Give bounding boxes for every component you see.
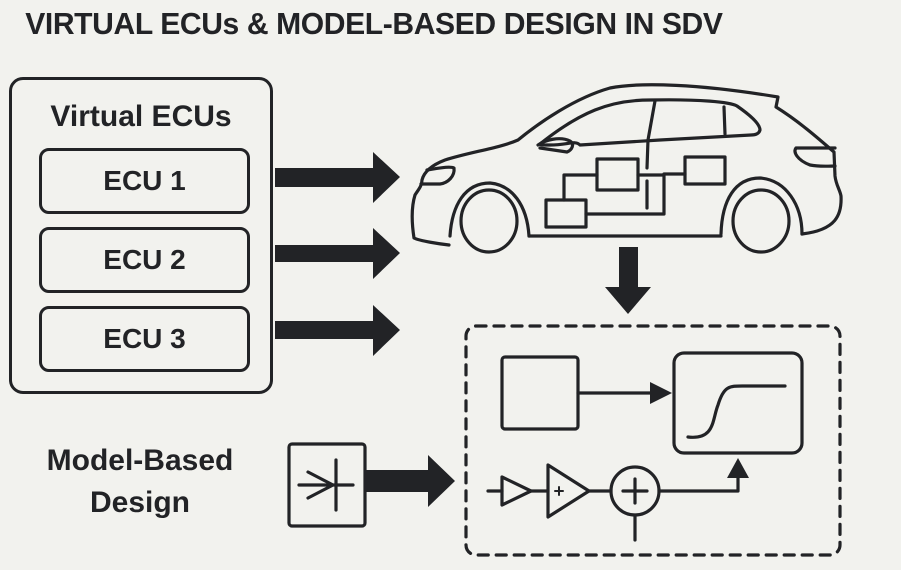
connector-arrowhead — [650, 382, 672, 404]
virtual-ecus-panel: Virtual ECUs ECU 1 ECU 2 ECU 3 — [9, 77, 273, 394]
car-outline-icon — [410, 83, 843, 254]
ecu-3-arrow — [275, 305, 400, 356]
s-curve-icon — [686, 384, 787, 439]
mbd-icon-glyph — [297, 458, 355, 512]
mbd-to-model-arrow — [366, 455, 455, 507]
gain-block-2 — [546, 463, 591, 519]
mbd-icon-box — [287, 442, 367, 528]
mbd-label-line1: Model-Based — [46, 444, 234, 477]
ecu-3-box: ECU 3 — [39, 306, 250, 372]
saturation-block — [672, 351, 804, 455]
car-to-model-arrow — [605, 247, 651, 314]
model-based-design-label: Model-Based Design — [20, 440, 260, 524]
mbd-label-line2: Design — [89, 486, 191, 519]
ecu-1-box: ECU 1 — [39, 148, 250, 214]
virtual-ecus-heading: Virtual ECUs — [50, 100, 232, 133]
model-subsystem-boundary — [464, 324, 842, 557]
ecu-2-arrow — [275, 228, 400, 279]
diagram-title: VIRTUAL ECUs & MODEL-BASED DESIGN IN SDV — [25, 6, 723, 41]
ecu-1-arrow — [275, 152, 400, 203]
gain-block-1 — [500, 475, 533, 507]
feedback-arrowhead — [727, 458, 749, 478]
source-block — [500, 355, 580, 431]
ecu-2-box: ECU 2 — [39, 227, 250, 293]
